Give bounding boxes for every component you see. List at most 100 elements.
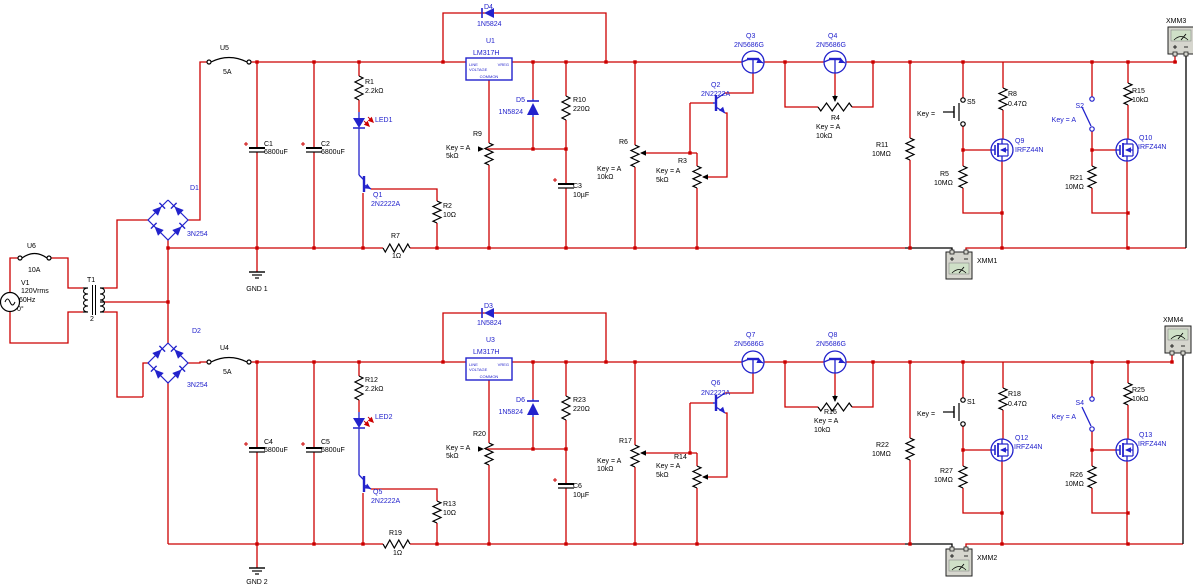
component-GND1[interactable]: GND 1	[246, 271, 268, 293]
U6-label-1: 10A	[28, 267, 41, 274]
wire[interactable]	[1091, 188, 1128, 214]
wire[interactable]	[371, 488, 438, 501]
component-XMM3[interactable]: XMM3	[1166, 18, 1193, 57]
component-XMM2[interactable]: XMM2	[945, 546, 997, 577]
wire[interactable]	[9, 257, 18, 293]
wire[interactable]	[188, 61, 207, 221]
wire[interactable]	[142, 362, 148, 397]
component-R8[interactable]: R80.47Ω	[997, 87, 1027, 111]
component-T1[interactable]: T12	[82, 277, 106, 323]
wire[interactable]	[725, 373, 754, 394]
wire[interactable]	[703, 112, 728, 178]
component-R1[interactable]: R12.2kΩ	[353, 75, 383, 101]
wire[interactable]	[725, 73, 754, 94]
component-XMM4[interactable]: XMM4	[1163, 317, 1192, 356]
junction-dot	[633, 246, 637, 250]
wire[interactable]	[188, 361, 207, 364]
switch-symbol	[943, 397, 966, 427]
wire[interactable]	[371, 188, 438, 201]
U4-label-0: U4	[220, 345, 229, 352]
component-LED1[interactable]: LED1	[353, 112, 393, 138]
component-GND2[interactable]: GND 2	[246, 567, 268, 586]
junction-dot	[564, 246, 568, 250]
wire[interactable]	[784, 62, 818, 108]
wire[interactable]	[962, 188, 1002, 214]
wire[interactable]	[852, 62, 874, 108]
component-LED2[interactable]: LED2	[353, 412, 393, 438]
wire[interactable]	[104, 219, 148, 289]
wire[interactable]	[9, 311, 83, 344]
wire[interactable]	[442, 12, 607, 62]
wire[interactable]	[442, 312, 607, 362]
wire[interactable]	[51, 257, 83, 289]
wire[interactable]	[104, 311, 143, 398]
wire[interactable]	[852, 362, 874, 408]
wire[interactable]	[1091, 488, 1128, 514]
potentiometer-symbol	[629, 144, 646, 168]
wire[interactable]	[962, 488, 1002, 514]
wire[interactable]	[703, 412, 728, 478]
component-XMM1[interactable]: XMM1	[945, 249, 997, 280]
potentiometer-symbol	[817, 101, 853, 113]
wire[interactable]	[784, 362, 818, 408]
